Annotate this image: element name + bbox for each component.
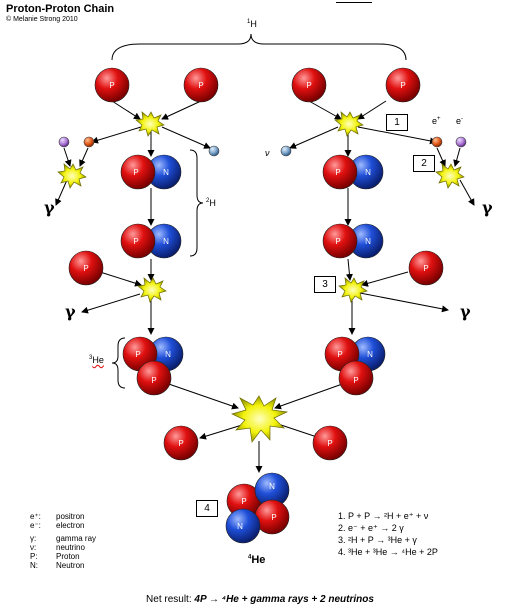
proton: [312, 425, 348, 461]
proton: [94, 67, 130, 103]
proton-letter: P: [335, 168, 340, 177]
proton: [120, 223, 156, 259]
equation-row: 4. ³He + ³He → ⁴He + 2P: [338, 547, 438, 557]
equation-row: 1. P + P → ²H + e⁺ + ν: [338, 511, 429, 521]
legend-row: e⁻:electron: [30, 521, 85, 530]
proton-letter: P: [178, 439, 183, 448]
neutron-letter: N: [163, 168, 169, 177]
legend-row: P:Proton: [30, 552, 80, 561]
neutron: [225, 508, 261, 544]
proton-letter: P: [109, 81, 114, 90]
proton: [183, 67, 219, 103]
neutron-letter: N: [367, 350, 373, 359]
flash-center: [230, 395, 289, 443]
flash-left-2: [57, 163, 87, 189]
equations: 1. P + P → ²H + e⁺ + ν 2. e⁻ + e⁺ → 2 γ …: [338, 510, 438, 558]
page-title: Proton-Proton Chain: [6, 3, 115, 15]
equation-row: 2. e⁻ + e⁺ → 2 γ: [338, 523, 404, 533]
proton-letter: P: [337, 350, 342, 359]
neutron-letter: N: [163, 237, 169, 246]
electron-small-right: [455, 136, 467, 148]
neutron-letter: N: [365, 237, 371, 246]
neutrino-label: ν: [265, 148, 270, 158]
h1-label: 1H: [247, 19, 257, 29]
proton: [322, 223, 358, 259]
proton-letter: P: [306, 81, 311, 90]
proton-letter: P: [353, 376, 358, 385]
proton: [338, 360, 374, 396]
h1-brace: [111, 33, 407, 61]
gamma-label: γ: [44, 198, 55, 217]
proton-letter: P: [198, 81, 203, 90]
proton: [68, 250, 104, 286]
proton: [120, 154, 156, 190]
flashes: [57, 111, 465, 443]
neutrino-left: [208, 145, 220, 157]
net-result: Net result: 4P → ⁴He + gamma rays + 2 ne…: [146, 594, 374, 605]
proton: [322, 154, 358, 190]
gamma-label: γ: [482, 198, 493, 217]
top-rule: [336, 2, 372, 3]
proton: [163, 425, 199, 461]
proton-letter: P: [151, 376, 156, 385]
electron-label: e-: [456, 116, 464, 126]
legend: e⁺:positron e⁻:electron γ:gamma ray ν:ne…: [30, 512, 96, 570]
arrows: [55, 100, 475, 473]
neutron-letter: N: [269, 482, 275, 491]
gamma-label: γ: [65, 302, 76, 321]
h2-brace: [189, 149, 204, 257]
proton-letter: P: [133, 237, 138, 246]
positron-label: e+: [432, 116, 441, 126]
legend-row: ν:neutrino: [30, 543, 85, 552]
flash-right-3: [338, 277, 368, 303]
electron-small-left: [58, 136, 70, 148]
neutrino-right: [280, 145, 292, 157]
step-box-1: 1: [386, 114, 408, 131]
proton-letter: P: [271, 513, 276, 522]
legend-row: γ:gamma ray: [30, 534, 97, 543]
proton-letter: P: [423, 264, 428, 273]
h2-label: 2H: [206, 198, 216, 208]
legend-row: N:Neutron: [30, 561, 85, 570]
proton-letter: P: [241, 497, 246, 506]
proton-letter: P: [83, 264, 88, 273]
proton-letter: P: [400, 81, 405, 90]
step-box-2: 2: [413, 155, 435, 172]
copyright: © Melanie Strong 2010: [6, 16, 78, 23]
positron-left: [83, 136, 95, 148]
equation-row: 3. ²H + P → ³He + γ: [338, 535, 417, 545]
flash-right-2: [435, 163, 465, 189]
flash-right-1: [334, 111, 364, 137]
nucleons: [68, 67, 444, 544]
flash-left-1: [135, 111, 165, 137]
neutron-letter: N: [365, 168, 371, 177]
proton: [408, 250, 444, 286]
step-box-4: 4: [196, 500, 218, 517]
proton-letter: P: [327, 439, 332, 448]
positron-right: [431, 136, 443, 148]
neutron-letter: N: [165, 350, 171, 359]
proton-letter: P: [335, 237, 340, 246]
he3-label: 3He: [89, 355, 104, 365]
he4-label: 4He: [248, 554, 266, 566]
proton: [291, 67, 327, 103]
legend-row: e⁺:positron: [30, 512, 85, 521]
proton: [136, 360, 172, 396]
he3-brace: [111, 337, 126, 389]
proton-letter: P: [133, 168, 138, 177]
gamma-label: γ: [460, 302, 471, 321]
flash-left-3: [137, 277, 167, 303]
proton: [385, 67, 421, 103]
step-box-3: 3: [314, 276, 336, 293]
particle-letters: P P P P P N P N P N P N P P P N P P N P …: [83, 81, 428, 531]
proton-letter: P: [135, 350, 140, 359]
neutron-letter: N: [237, 522, 243, 531]
